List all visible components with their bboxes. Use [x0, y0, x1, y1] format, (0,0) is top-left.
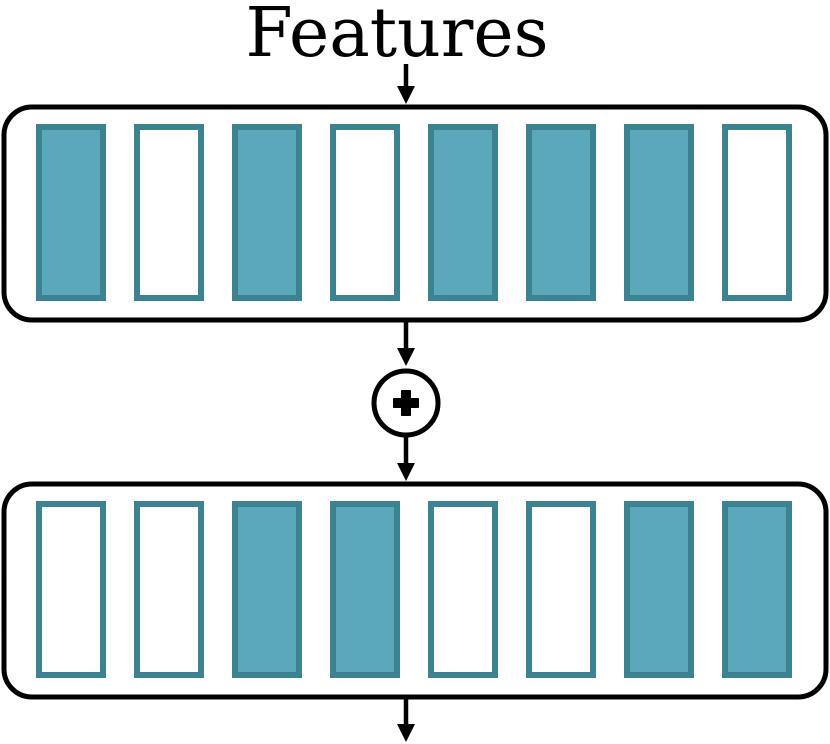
feature-cell-active: [232, 501, 302, 678]
feature-cell-active: [36, 124, 106, 301]
add-operator: [371, 368, 441, 438]
feature-cell-active: [232, 124, 302, 301]
feature-cell-active: [428, 124, 498, 301]
arrow-to-operator: [397, 321, 415, 366]
feature-cell-inactive: [428, 501, 498, 678]
feature-layer-2-frame: [1, 481, 829, 700]
feature-cell-active: [624, 124, 694, 301]
feature-cell-active: [526, 124, 596, 301]
feature-cell-inactive: [134, 124, 204, 301]
diagram-title: Features: [245, 0, 548, 73]
feature-layer-1-cells: [36, 124, 792, 301]
feature-cell-active: [722, 501, 792, 678]
feature-cell-active: [330, 501, 400, 678]
feature-cell-active: [624, 501, 694, 678]
feature-layer-2: [1, 481, 829, 700]
feature-cell-inactive: [36, 501, 106, 678]
feature-layer-1: [1, 104, 829, 323]
plus-icon: [393, 390, 419, 416]
feature-layer-1-frame: [1, 104, 829, 323]
input-arrow: [397, 64, 415, 104]
feature-cell-inactive: [722, 124, 792, 301]
feature-layer-2-cells: [36, 501, 792, 678]
feature-cell-inactive: [134, 501, 204, 678]
arrow-to-layer-2: [397, 436, 415, 481]
feature-cell-inactive: [330, 124, 400, 301]
output-arrow: [397, 698, 415, 742]
feature-cell-inactive: [526, 501, 596, 678]
